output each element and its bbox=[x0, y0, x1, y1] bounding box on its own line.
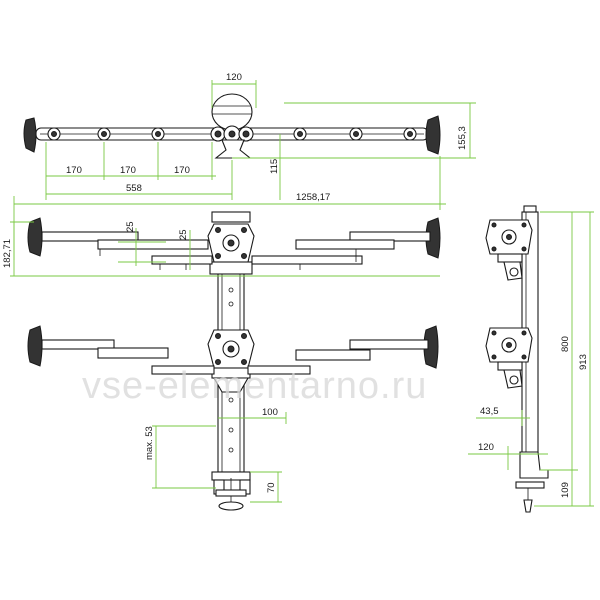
svg-text:25: 25 bbox=[178, 229, 189, 240]
dim-max-clamp: max. 53 bbox=[144, 425, 216, 489]
dim-top-width: 120 bbox=[211, 72, 257, 108]
svg-text:913: 913 bbox=[578, 354, 589, 370]
svg-text:120: 120 bbox=[478, 442, 494, 453]
front-upper-vesa-plate bbox=[211, 211, 251, 223]
svg-text:170: 170 bbox=[120, 165, 136, 176]
dim-pole-height: 800 bbox=[540, 211, 578, 471]
dim-side-depth: 120 bbox=[468, 442, 548, 470]
svg-text:109: 109 bbox=[560, 482, 571, 498]
svg-text:25: 25 bbox=[125, 221, 136, 232]
front-view: 182,71 25 25 max. 53 100 7 bbox=[2, 211, 441, 511]
front-lower-right-arm bbox=[247, 325, 439, 375]
svg-text:70: 70 bbox=[266, 482, 277, 493]
dim-side-offset: 43,5 bbox=[476, 406, 530, 426]
top-arm-joints bbox=[47, 127, 417, 141]
front-lower-left-arm bbox=[27, 325, 215, 375]
dim-top-offset: 115 bbox=[269, 134, 281, 200]
svg-text:155,3: 155,3 bbox=[457, 126, 468, 150]
svg-text:1258,17: 1258,17 bbox=[296, 192, 330, 203]
top-left-end-plate bbox=[23, 117, 37, 153]
svg-text:115: 115 bbox=[269, 159, 280, 174]
dim-half-span: 558 bbox=[46, 160, 233, 200]
dim-clamp-width: 100 bbox=[218, 407, 287, 424]
svg-text:170: 170 bbox=[66, 165, 82, 176]
watermark: vse-elementarno.ru bbox=[82, 365, 427, 407]
top-hub-dome bbox=[211, 93, 253, 131]
top-view: 120 155,3 115 170 170 170 5 bbox=[13, 72, 476, 260]
dim-top-height: 155,3 bbox=[232, 102, 476, 159]
dim-front-height: 182,71 bbox=[2, 221, 440, 277]
side-view: 800 913 109 43,5 120 bbox=[468, 205, 594, 513]
front-upper-right-arm bbox=[251, 217, 441, 270]
front-upper-left-arm bbox=[27, 217, 213, 270]
svg-text:120: 120 bbox=[226, 72, 242, 83]
svg-text:182,71: 182,71 bbox=[2, 239, 13, 268]
dim-base-height: 109 bbox=[534, 470, 573, 507]
svg-text:800: 800 bbox=[560, 336, 571, 352]
dim-total-height: 913 bbox=[540, 211, 594, 507]
svg-text:558: 558 bbox=[126, 183, 142, 194]
top-clamp-foot bbox=[214, 139, 252, 159]
svg-text:43,5: 43,5 bbox=[480, 406, 499, 417]
svg-text:max. 53: max. 53 bbox=[144, 426, 155, 460]
top-right-end-plate bbox=[425, 115, 441, 155]
dim-arm-segments: 170 170 170 bbox=[45, 142, 216, 200]
front-desk-clamp bbox=[211, 471, 251, 511]
svg-text:170: 170 bbox=[174, 165, 190, 176]
dim-drops: 25 25 bbox=[118, 221, 191, 270]
side-desk-clamp bbox=[515, 451, 549, 513]
dim-clamp-gap: 70 bbox=[250, 471, 282, 503]
svg-text:100: 100 bbox=[262, 407, 278, 418]
